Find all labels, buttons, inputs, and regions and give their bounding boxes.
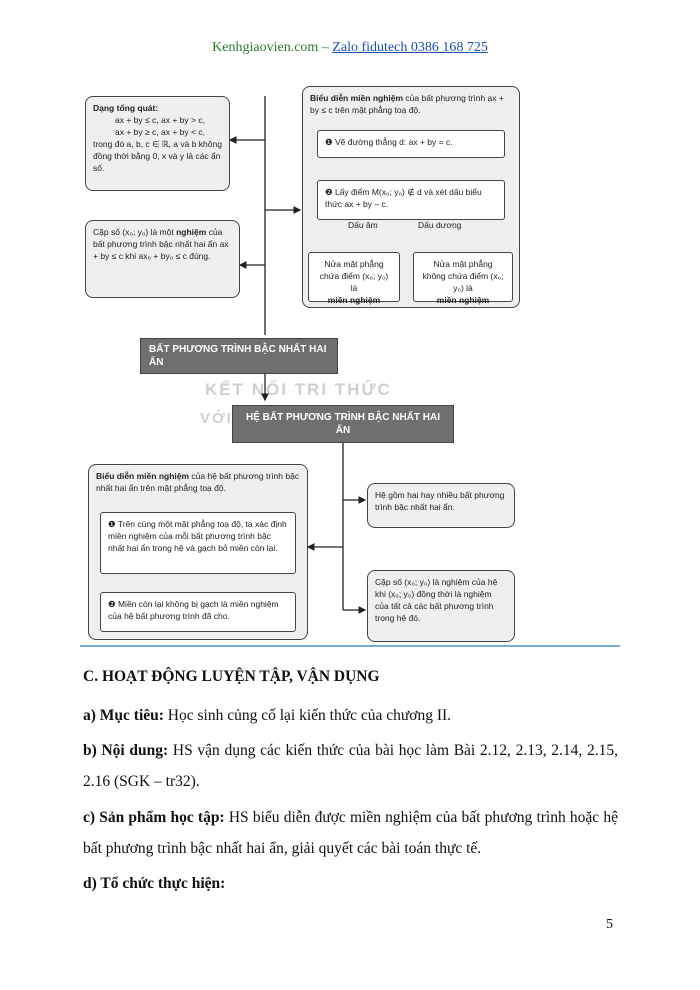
general-form-title: Dạng tổng quát: (93, 103, 159, 113)
step2-box: ❷ Lấy điểm M(x₀; y₀) ∉ d và xét dấu biểu… (317, 180, 505, 220)
organization-label: d) Tổ chức thực hiện: (83, 875, 226, 892)
general-form-box: Dạng tổng quát: ax + by ≤ c, ax + by > c… (85, 96, 230, 191)
system-definition-box: Hệ gồm hai hay nhiều bất phương trình bậ… (367, 483, 515, 528)
half-plane-contains-box: Nửa mặt phẳng chứa điểm (x₀; y₀) là miền… (308, 252, 400, 305)
objective-paragraph: a) Mục tiêu: Học sinh củng cố lại kiến t… (83, 700, 618, 731)
solution-def-bold: nghiệm (176, 227, 207, 237)
organization-paragraph: d) Tổ chức thực hiện: (83, 868, 618, 899)
system-definition-text: Hệ gồm hai hay nhiều bất phương trình bậ… (375, 490, 505, 512)
system-region-rest: của hệ bất phương trình bậc nhất hai ẩn … (96, 471, 300, 493)
region-intro-rest: của bất phương trình ax + by ≤ c trên mặ… (310, 93, 504, 115)
objective-text: Học sinh củng cố lại kiến thức của chươn… (163, 707, 452, 724)
system-topic-box: HỆ BẤT PHƯƠNG TRÌNH BẬC NHẤT HAI ẨN (232, 405, 454, 443)
half-plane-not-contains-bold: miền nghiệm (436, 295, 490, 305)
sys-step1-text: ❶ Trên cùng một mặt phẳng toạ độ, ta xác… (108, 519, 287, 553)
product-text: HS biểu diễn được miền nghiệm của bất ph… (83, 809, 618, 857)
main-topic-text: BẤT PHƯƠNG TRÌNH BẬC NHẤT HAI ẨN (149, 344, 327, 368)
general-form-line2: ax + by ≥ c, ax + by < c, (115, 127, 205, 137)
section-title: C. HOẠT ĐỘNG LUYỆN TẬP, VẬN DỤNG (83, 668, 380, 685)
general-form-line1: ax + by ≤ c, ax + by > c, (115, 115, 205, 125)
page-header: Kenhgiaovien.com – Zalo fidutech 0386 16… (0, 40, 700, 56)
header-separator: – (318, 40, 333, 55)
objective-label: a) Mục tiêu: (83, 707, 164, 724)
half-plane-not-contains-text: Nửa mặt phẳng không chứa điểm (x₀; y₀) l… (422, 259, 504, 293)
solution-def-pre: Cặp số (x₀; y₀) là một (93, 227, 177, 237)
negative-sign-label: Dấu âm (348, 220, 378, 230)
header-site[interactable]: Kenhgiaovien.com (212, 40, 319, 55)
step1-text: ❶ Vẽ đường thẳng d: ax + by = c. (325, 137, 453, 147)
solution-definition-box: Cặp số (x₀; y₀) là một nghiệm của bất ph… (85, 220, 240, 298)
half-plane-contains-text: Nửa mặt phẳng chứa điểm (x₀; y₀) là (319, 259, 389, 293)
header-contact-link[interactable]: Zalo fidutech 0386 168 725 (332, 40, 488, 55)
sys-step2-text: ❷ Miền còn lại không bị gạch là miền ngh… (108, 599, 279, 621)
system-topic-text: HỆ BẤT PHƯƠNG TRÌNH BẬC NHẤT HAI ẨN (245, 412, 441, 436)
region-intro-bold: Biểu diễn miền nghiệm (310, 93, 404, 103)
general-form-rest: trong đó a, b, c ∈ ℝ, a và b không đồng … (93, 139, 222, 173)
main-topic-box: BẤT PHƯƠNG TRÌNH BẬC NHẤT HAI ẨN (140, 338, 338, 374)
page-number: 5 (606, 917, 613, 932)
product-label: c) Sản phẩm học tập: (83, 809, 225, 826)
solution-def-post: của bất phương trình bậc nhất hai ẩn ax … (93, 227, 229, 261)
content-paragraph: b) Nội dung: HS vận dụng các kiến thức c… (83, 735, 618, 797)
content-text: HS vận dụng các kiến thức của bài học là… (83, 742, 618, 790)
half-plane-contains-bold: miền nghiệm (327, 295, 381, 305)
mind-map-diagram: KẾT NỐI TRI THỨC VỚI CUỘC SỐNG (80, 80, 620, 650)
positive-sign-label: Dấu dương (418, 220, 462, 230)
half-plane-not-contains-box: Nửa mặt phẳng không chứa điểm (x₀; y₀) l… (413, 252, 513, 305)
system-solution-text: Cặp số (x₀; y₀) là nghiệm của hệ khi (x₀… (375, 577, 498, 623)
sys-step1-box: ❶ Trên cùng một mặt phẳng toạ độ, ta xác… (100, 512, 296, 574)
sys-step2-box: ❷ Miền còn lại không bị gạch là miền ngh… (100, 592, 296, 632)
step2-text: ❷ Lấy điểm M(x₀; y₀) ∉ d và xét dấu biểu… (325, 187, 482, 209)
product-paragraph: c) Sản phẩm học tập: HS biểu diễn được m… (83, 802, 618, 864)
content-label: b) Nội dung: (83, 742, 169, 759)
watermark-text: KẾT NỐI TRI THỨC (205, 380, 392, 399)
step1-box: ❶ Vẽ đường thẳng d: ax + by = c. (317, 130, 505, 158)
system-region-bold: Biểu diễn miền nghiệm (96, 471, 190, 481)
system-solution-box: Cặp số (x₀; y₀) là nghiệm của hệ khi (x₀… (367, 570, 515, 642)
